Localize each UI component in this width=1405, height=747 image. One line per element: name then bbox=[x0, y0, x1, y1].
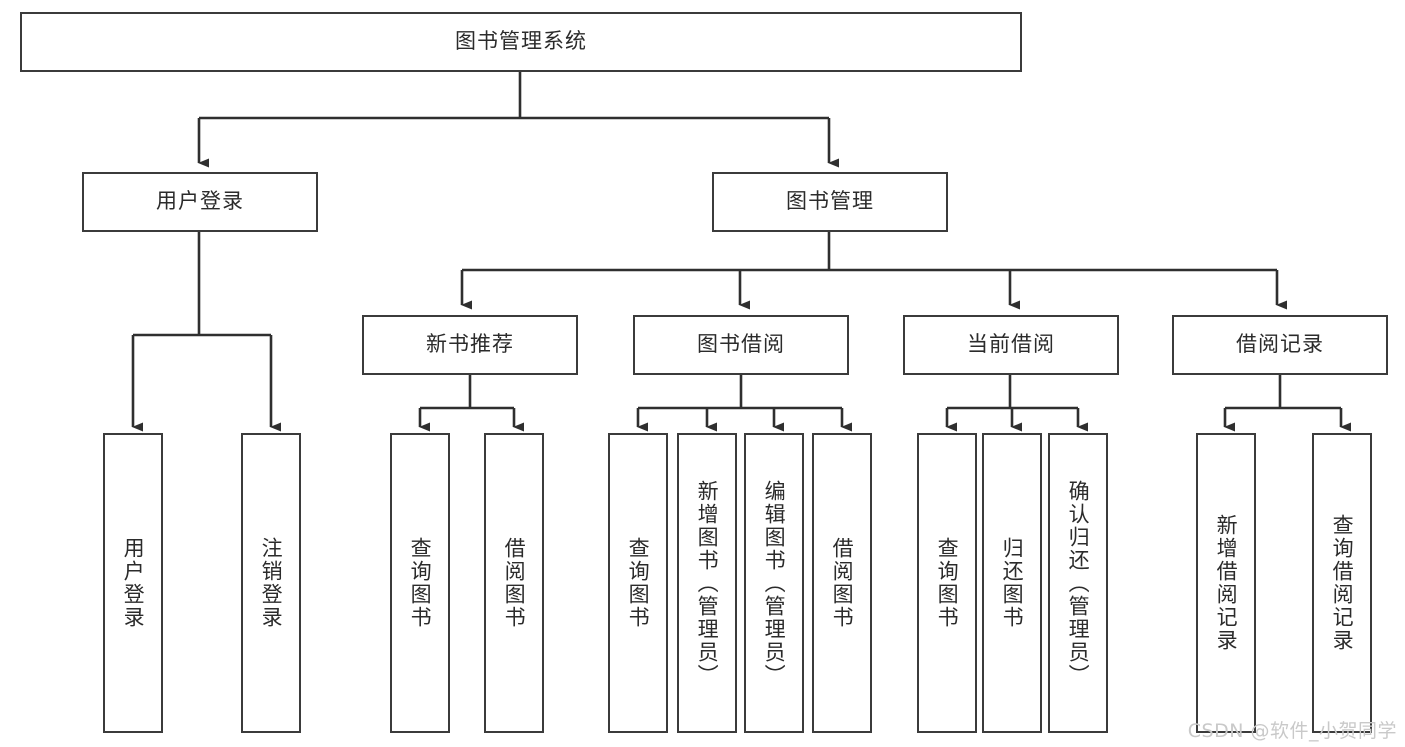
leaf-user-logout[interactable]: 注销登录 bbox=[241, 433, 301, 733]
leaf-borrow-borrow-book[interactable]: 借阅图书 bbox=[812, 433, 872, 733]
node-label: 新书推荐 bbox=[426, 332, 514, 357]
node-label: 查询图书 bbox=[935, 537, 960, 629]
node-book-borrow[interactable]: 图书借阅 bbox=[633, 315, 849, 375]
leaf-record-query-borrow-record[interactable]: 查询借阅记录 bbox=[1312, 433, 1372, 733]
leaf-record-add-borrow-record[interactable]: 新增借阅记录 bbox=[1196, 433, 1256, 733]
node-label: 注销登录 bbox=[259, 537, 284, 629]
node-book-management[interactable]: 图书管理 bbox=[712, 172, 948, 232]
leaf-borrow-add-book-admin[interactable]: 新增图书（管理员） bbox=[677, 433, 737, 733]
node-label: 新增借阅记录 bbox=[1214, 514, 1239, 652]
node-borrow-record[interactable]: 借阅记录 bbox=[1172, 315, 1388, 375]
node-label: 确认归还（管理员） bbox=[1066, 479, 1091, 687]
node-label: 借阅图书 bbox=[502, 537, 527, 629]
leaf-current-return-book[interactable]: 归还图书 bbox=[982, 433, 1042, 733]
node-label: 查询图书 bbox=[626, 537, 651, 629]
leaf-recommend-borrow-book[interactable]: 借阅图书 bbox=[484, 433, 544, 733]
csdn-watermark: CSDN @软件_小贺同学 bbox=[1187, 720, 1397, 742]
node-label: 借阅图书 bbox=[830, 537, 855, 629]
node-label: 当前借阅 bbox=[967, 332, 1055, 357]
leaf-current-query-book[interactable]: 查询图书 bbox=[917, 433, 977, 733]
node-user-login[interactable]: 用户登录 bbox=[82, 172, 318, 232]
node-label: 用户登录 bbox=[156, 189, 244, 214]
node-label: 归还图书 bbox=[1000, 537, 1025, 629]
node-label: 图书管理系统 bbox=[455, 29, 587, 54]
leaf-borrow-edit-book-admin[interactable]: 编辑图书（管理员） bbox=[744, 433, 804, 733]
node-label: 图书管理 bbox=[786, 189, 874, 214]
node-root-library-system[interactable]: 图书管理系统 bbox=[20, 12, 1022, 72]
node-label: 用户登录 bbox=[121, 537, 146, 629]
leaf-current-confirm-return-admin[interactable]: 确认归还（管理员） bbox=[1048, 433, 1108, 733]
node-label: 查询借阅记录 bbox=[1330, 514, 1355, 652]
leaf-user-login[interactable]: 用户登录 bbox=[103, 433, 163, 733]
node-label: 编辑图书（管理员） bbox=[762, 479, 787, 687]
node-current-borrow[interactable]: 当前借阅 bbox=[903, 315, 1119, 375]
node-label: 查询图书 bbox=[408, 537, 433, 629]
node-new-book-recommend[interactable]: 新书推荐 bbox=[362, 315, 578, 375]
node-label: 借阅记录 bbox=[1236, 332, 1324, 357]
leaf-borrow-query-book[interactable]: 查询图书 bbox=[608, 433, 668, 733]
leaf-recommend-query-book[interactable]: 查询图书 bbox=[390, 433, 450, 733]
node-label: 图书借阅 bbox=[697, 332, 785, 357]
node-label: 新增图书（管理员） bbox=[695, 479, 720, 687]
